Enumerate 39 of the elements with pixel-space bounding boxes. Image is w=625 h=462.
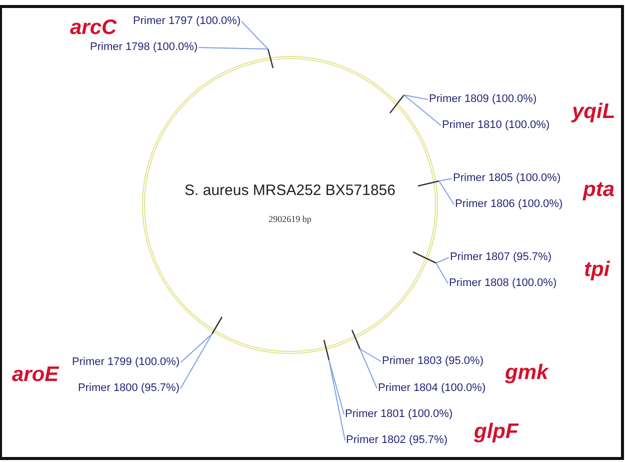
leader-line (438, 180, 454, 205)
leader-line (436, 257, 450, 264)
gene-name: glpF (474, 420, 518, 444)
primer-label: Primer 1810 (100.0%) (442, 119, 550, 132)
leader-line (360, 348, 378, 389)
leader-line (241, 21, 268, 50)
leader-line (198, 47, 268, 50)
leader-line (180, 334, 212, 363)
gene-name: aroE (12, 363, 59, 387)
leader-line (328, 360, 344, 415)
genome-name: S. aureus MRSA252 BX571856 (184, 182, 396, 199)
leader-line (404, 94, 442, 126)
primer-label: Primer 1804 (100.0%) (378, 382, 486, 395)
primer-label: Primer 1807 (95.7%) (450, 251, 552, 264)
primer-label: Primer 1801 (100.0%) (345, 408, 453, 421)
gene-name: gmk (505, 361, 548, 385)
gene-name: pta (583, 178, 614, 202)
primer-label: Primer 1800 (95.7%) (78, 382, 180, 395)
gene-name: tpi (584, 258, 610, 282)
leader-line (436, 262, 448, 284)
leader-line (438, 178, 452, 182)
leader-line (328, 360, 346, 441)
primer-label: Primer 1806 (100.0%) (455, 198, 563, 211)
gene-name: yqiL (572, 100, 616, 124)
primer-site-mark (267, 48, 274, 69)
primer-label: Primer 1802 (95.7%) (346, 434, 448, 447)
primer-label: Primer 1803 (95.0%) (382, 355, 484, 368)
gene-name: arcC (70, 16, 117, 40)
primer-label: Primer 1797 (100.0%) (133, 15, 241, 28)
primer-label: Primer 1805 (100.0%) (453, 172, 561, 185)
primer-label: Primer 1808 (100.0%) (449, 277, 557, 290)
primer-label: Primer 1799 (100.0%) (72, 356, 180, 369)
leader-line (404, 94, 428, 100)
primer-label: Primer 1798 (100.0%) (90, 41, 198, 54)
primer-label: Primer 1809 (100.0%) (429, 93, 537, 106)
primer-site-mark (323, 339, 330, 361)
leader-line (360, 348, 382, 362)
genome-size: 2902619 bp (268, 214, 312, 224)
leader-line (180, 334, 212, 389)
